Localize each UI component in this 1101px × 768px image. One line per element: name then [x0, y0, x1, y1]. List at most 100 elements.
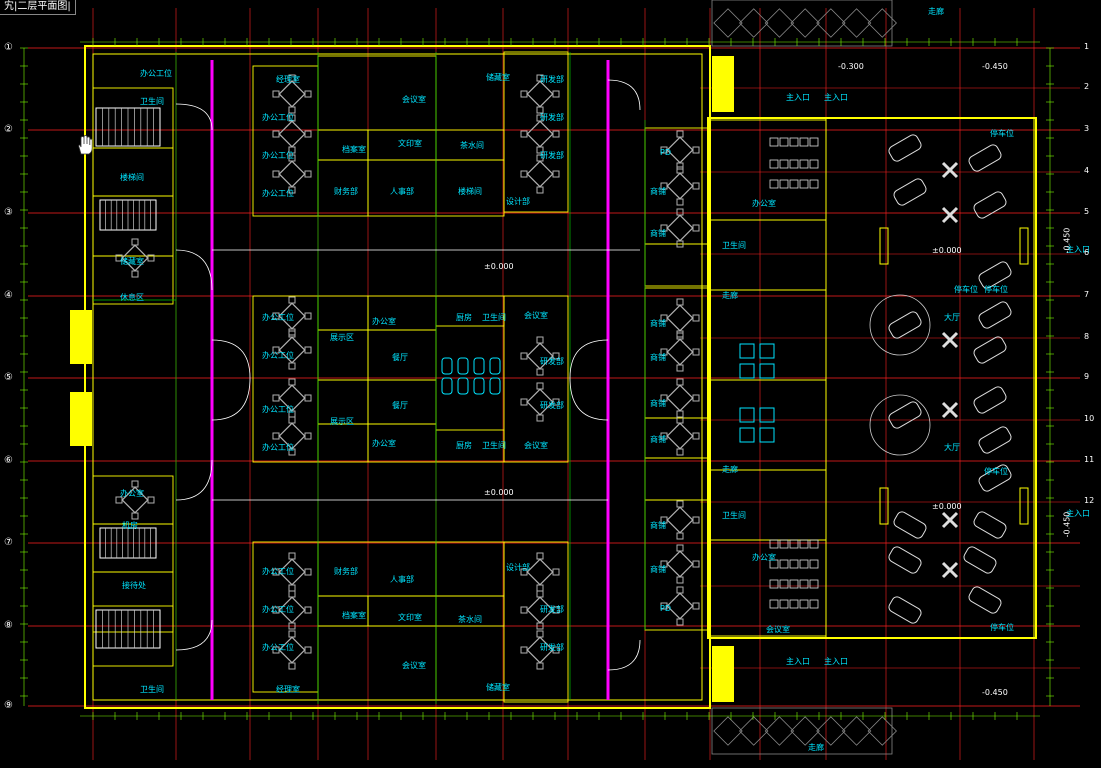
fixture: [489, 357, 501, 375]
road-line: [175, 249, 213, 291]
chair: [692, 146, 700, 154]
room-label: 研发部: [540, 643, 564, 652]
level-mark: -0.450: [982, 688, 1008, 697]
axis-bubble: 10: [1084, 414, 1095, 423]
chair: [272, 130, 280, 138]
room-label: 文印室: [398, 613, 422, 622]
chair: [131, 480, 139, 488]
desk-chair: [789, 179, 799, 189]
chair: [115, 496, 123, 504]
room-label: 卫生间: [482, 441, 506, 450]
chair: [676, 378, 684, 386]
cross-mark: [941, 206, 959, 224]
level-mark: ±0.000: [484, 262, 514, 271]
entrance-block: [70, 392, 92, 446]
chair: [288, 186, 296, 194]
car: [968, 586, 1002, 614]
desk-chair: [809, 579, 819, 589]
room-label: 机房: [122, 521, 138, 530]
car: [973, 386, 1007, 414]
chair: [536, 552, 544, 560]
level-mark: -0.300: [838, 62, 864, 71]
workstation: [278, 636, 306, 664]
desk-chair: [799, 559, 809, 569]
car: [978, 261, 1012, 289]
chair: [147, 254, 155, 262]
room-label: 卫生间: [722, 511, 746, 520]
chair: [660, 560, 668, 568]
desk-chair: [769, 159, 779, 169]
road-line: [175, 619, 213, 651]
car: [893, 178, 927, 206]
chair: [536, 146, 544, 154]
workstation: [526, 120, 554, 148]
room-label: 停车位: [954, 285, 978, 294]
hatch-cell: [816, 8, 846, 38]
workstation: [278, 384, 306, 412]
road-line: [569, 339, 609, 379]
chair: [288, 416, 296, 424]
chair: [288, 662, 296, 670]
room-wall: [92, 475, 174, 525]
hand-cursor-icon: [78, 135, 93, 155]
chair: [288, 622, 296, 630]
workstation: [526, 342, 554, 370]
chair: [288, 106, 296, 114]
fixture: [739, 407, 755, 423]
car: [888, 596, 922, 624]
chair: [660, 602, 668, 610]
room-wall: [644, 457, 710, 501]
chair: [692, 432, 700, 440]
chair: [272, 394, 280, 402]
window-title: 宄|二层平面图|: [0, 0, 76, 15]
room-label: 卫生间: [482, 313, 506, 322]
chair: [272, 568, 280, 576]
desk-chair: [769, 579, 779, 589]
room-label: 走廊: [928, 7, 944, 16]
entrance-block: [712, 646, 734, 702]
room-label: 商铺: [650, 319, 666, 328]
workstation: [526, 388, 554, 416]
chair: [536, 662, 544, 670]
cross-mark: [941, 511, 959, 529]
chair: [660, 394, 668, 402]
chair: [676, 410, 684, 418]
chair: [131, 512, 139, 520]
room-label: 商铺: [650, 565, 666, 574]
room-label: 卫生间: [140, 97, 164, 106]
chair: [536, 590, 544, 598]
chair: [552, 90, 560, 98]
axis-bubble: 2: [1084, 82, 1090, 91]
room-wall: [92, 255, 174, 305]
room-label: 停车位: [984, 467, 1008, 476]
workstation: [666, 384, 694, 412]
room-label: 经理室: [276, 75, 300, 84]
chair: [660, 314, 668, 322]
walls: [70, 45, 1037, 709]
hatch-cell: [790, 8, 820, 38]
workstation: [526, 596, 554, 624]
chair: [676, 162, 684, 170]
room-wall: [317, 295, 369, 331]
chair: [520, 646, 528, 654]
chair: [676, 618, 684, 626]
cross-mark: [941, 401, 959, 419]
workstation: [666, 172, 694, 200]
axis-bubble: 8: [1084, 332, 1090, 341]
hatch-cell: [739, 716, 769, 746]
desk-chair: [769, 599, 779, 609]
room-label: 研发部: [540, 113, 564, 122]
level-mark: -0.450: [1062, 227, 1072, 254]
workstation: [278, 558, 306, 586]
fixture: [457, 357, 469, 375]
fixture: [759, 407, 775, 423]
fixture: [473, 377, 485, 395]
chair: [692, 394, 700, 402]
chair: [536, 186, 544, 194]
room-label: 商铺: [650, 399, 666, 408]
room-wall: [92, 605, 174, 667]
chair: [676, 448, 684, 456]
desk-chair: [779, 579, 789, 589]
room-label: PD: [660, 148, 671, 157]
